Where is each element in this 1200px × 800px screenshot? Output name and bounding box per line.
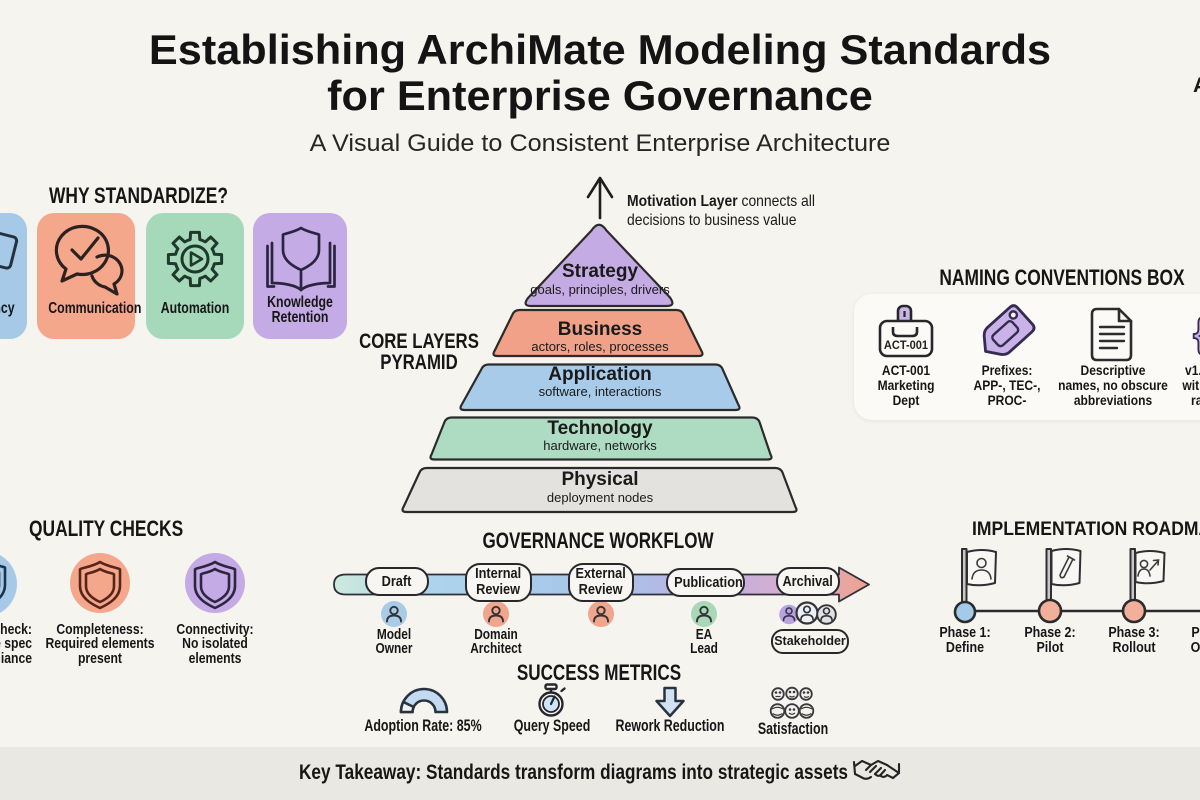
svg-text:{: { xyxy=(1193,309,1200,356)
svg-text:ACT-001: ACT-001 xyxy=(884,340,929,352)
